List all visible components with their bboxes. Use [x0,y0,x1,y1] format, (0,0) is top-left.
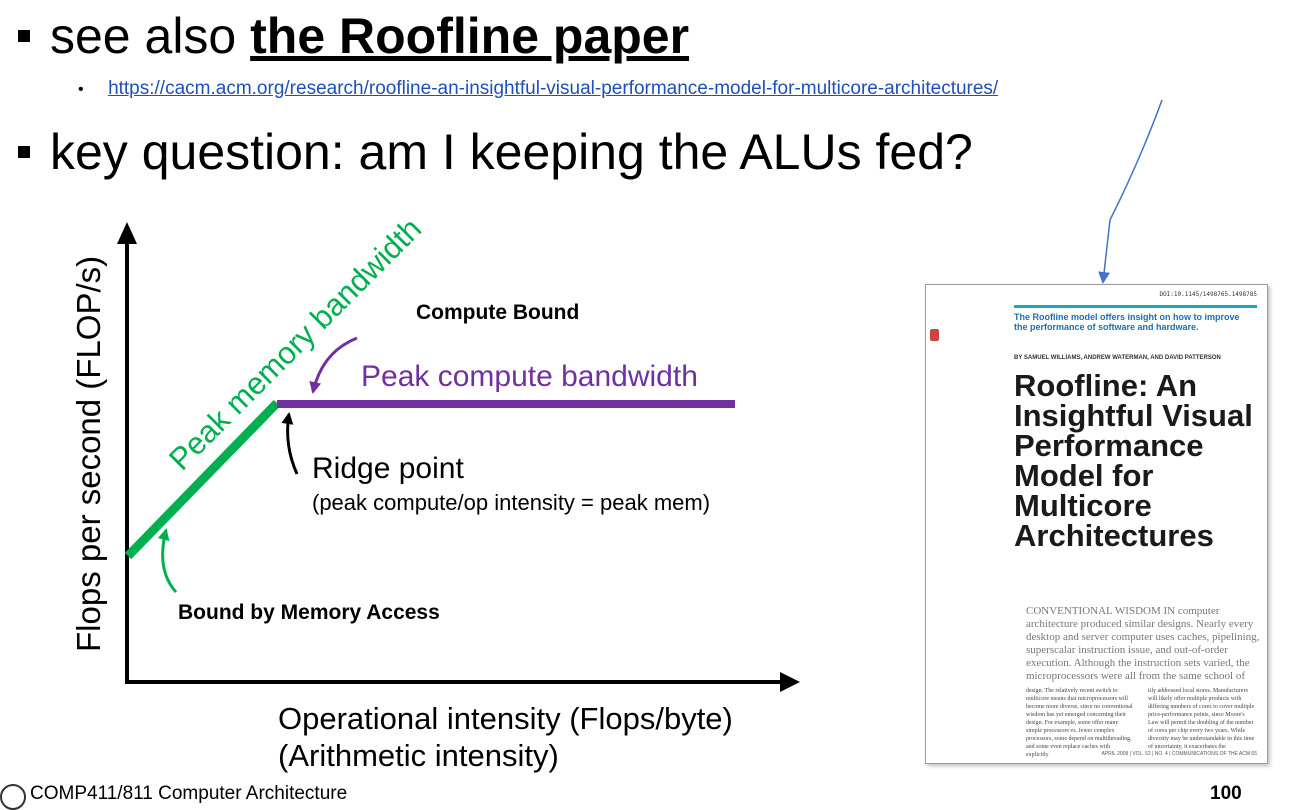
bullet-see-also: see also the Roofline paper [0,8,689,64]
x-axis-sublabel: (Arithmetic intensity) [278,738,559,773]
roofline-paper-title: the Roofline paper [250,8,690,64]
compute-bound-label: Compute Bound [416,301,579,324]
ridge-point-label: Ridge point [312,452,464,485]
link-to-paper-arrow [1098,99,1163,284]
memory-bandwidth-line [124,399,281,560]
university-logo-icon [0,784,26,810]
paper-footer: APRIL 2009 | VOL. 52 | NO. 4 | COMMUNICA… [1101,751,1257,757]
ridge-point-note: (peak compute/op intensity = peak mem) [312,490,710,515]
roofline-paper-link[interactable]: https://cacm.acm.org/research/roofline-a… [108,78,999,99]
paper-authors: BY SAMUEL WILLIAMS, ANDREW WATERMAN, AND… [1014,355,1221,361]
bullet-key-question: key question: am I keeping the ALUs fed? [0,124,973,180]
compute-bandwidth-label: Peak compute bandwidth [361,360,698,393]
paper-tagline: The Roofline model offers insight on how… [1014,312,1240,332]
x-axis-arrow-icon [780,672,800,692]
bullet-square-icon [18,145,30,158]
y-axis-arrow-icon [117,222,137,244]
link-row: • https://cacm.acm.org/research/roofline… [78,78,998,100]
paper-title: Roofline: An Insightful Visual Performan… [1014,368,1253,553]
compute-bound-arrow [309,336,358,394]
paper-header-rule [1014,305,1257,308]
paper-column-2: tily addressed local stores. Manufacture… [1148,688,1255,750]
memory-bandwidth-label: Peak memory bandwidth [162,211,428,477]
paper-lead: CONVENTIONAL WISDOM IN computer architec… [1026,605,1260,682]
paper-doi: DOI:10.1145/1498765.1498785 [1159,291,1257,298]
memory-bound-label: Bound by Memory Access [178,601,440,624]
y-axis-label: Flops per second (FLOP/s) [70,256,107,652]
ridge-point-arrow [281,412,299,475]
link-bullet: • [78,81,84,98]
bullet-square-icon [18,29,30,42]
memory-bound-arrow [157,528,178,594]
roofline-paper-thumbnail: DOI:10.1145/1498765.1498785 The Roofline… [925,284,1268,764]
paper-column-1: design. The relatively recent switch to … [1026,688,1133,758]
acm-badge-icon [930,329,939,341]
course-footer: COMP411/811 Computer Architecture [30,783,348,804]
x-axis-label: Operational intensity (Flops/byte) [278,701,733,736]
page-number: 100 [1210,783,1242,804]
